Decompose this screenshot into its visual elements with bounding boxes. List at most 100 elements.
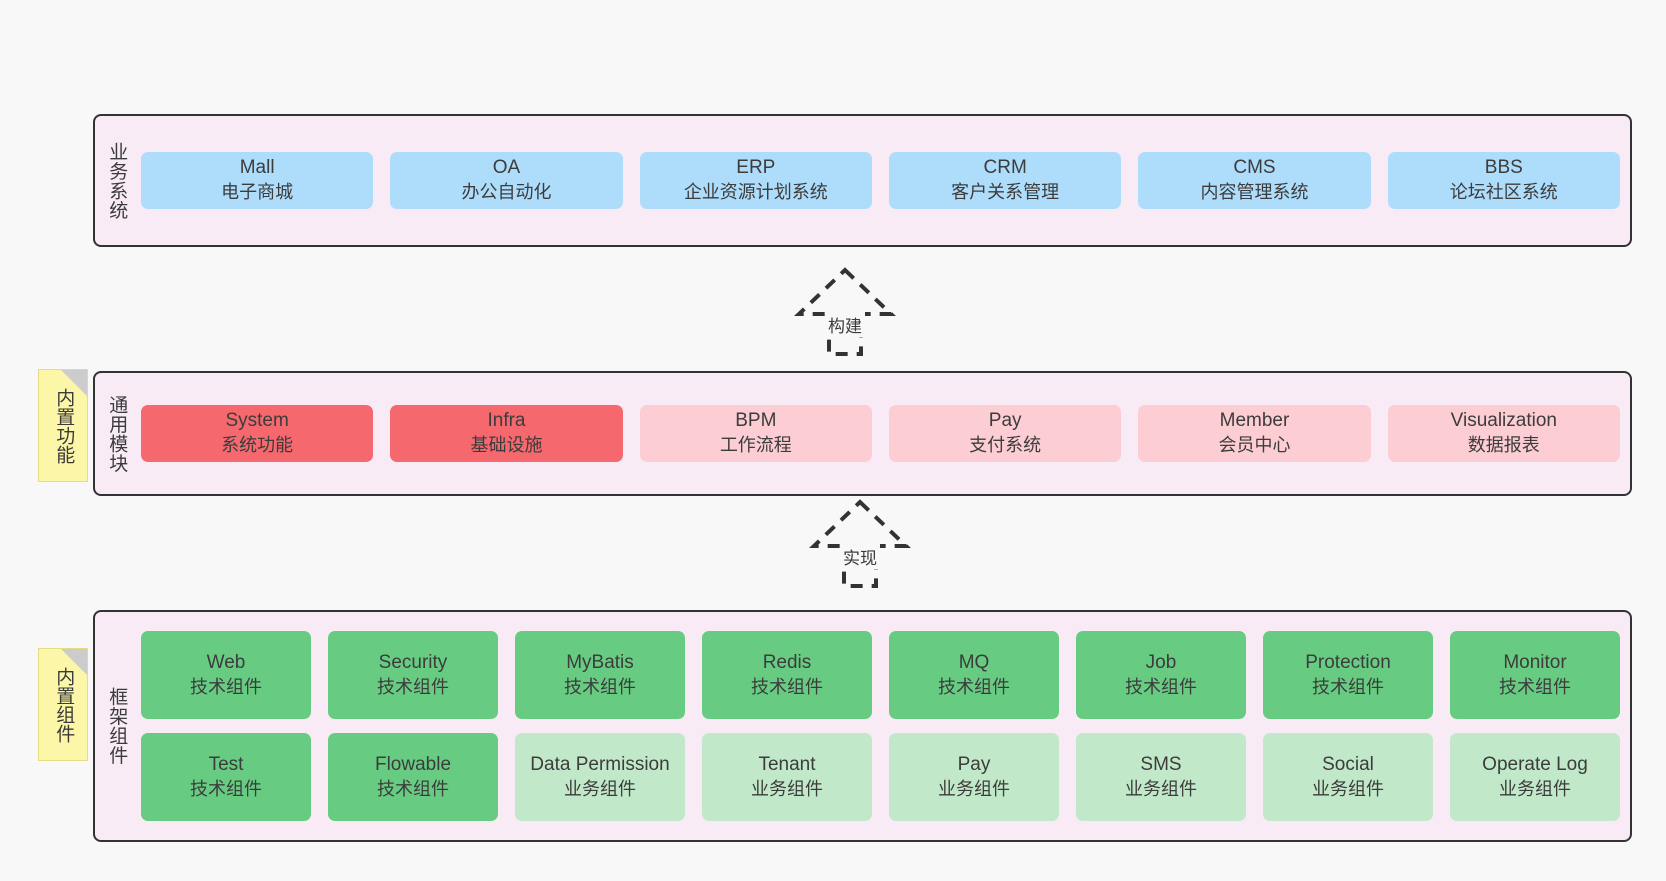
card-bpm[interactable]: BPM 工作流程 <box>639 405 872 462</box>
card-subtitle: 办公自动化 <box>461 182 552 203</box>
card-infra[interactable]: Infra 基础设施 <box>390 405 623 462</box>
card-mybatis[interactable]: MyBatis 技术组件 <box>515 631 685 719</box>
card-subtitle: 技术组件 <box>938 676 1010 697</box>
layer-framework-components[interactable]: 框架组件 Web 技术组件 Security 技术组件 MyBatis 技术组件… <box>93 610 1632 842</box>
card-subtitle: 基础设施 <box>470 435 543 456</box>
card-subtitle: 技术组件 <box>1125 676 1197 697</box>
card-mall[interactable]: Mall 电子商城 <box>141 152 374 209</box>
card-title: Visualization <box>1450 410 1557 432</box>
card-title: Tenant <box>758 753 816 775</box>
card-title: Data Permission <box>530 753 670 775</box>
card-title: Job <box>1145 651 1177 673</box>
card-oa[interactable]: OA 办公自动化 <box>390 152 623 209</box>
card-system[interactable]: System 系统功能 <box>141 405 374 462</box>
card-title: Test <box>208 753 244 775</box>
card-data-permission[interactable]: Data Permission 业务组件 <box>515 733 685 821</box>
card-mq[interactable]: MQ 技术组件 <box>889 631 1059 719</box>
card-row: System 系统功能 Infra 基础设施 BPM 工作流程 Pay 支付系统… <box>141 405 1620 462</box>
card-sms[interactable]: SMS 业务组件 <box>1076 733 1246 821</box>
card-title: BPM <box>735 410 777 432</box>
card-social[interactable]: Social 业务组件 <box>1263 733 1433 821</box>
sticky-note-builtin-features: 内置功能 <box>38 369 88 482</box>
card-visualization[interactable]: Visualization 数据报表 <box>1387 405 1620 462</box>
card-title: Pay <box>957 753 991 775</box>
card-subtitle: 技术组件 <box>564 676 636 697</box>
card-title: ERP <box>736 157 776 179</box>
card-subtitle: 技术组件 <box>190 676 262 697</box>
layer-title-framework-components: 框架组件 <box>106 687 128 765</box>
card-row: Mall 电子商城 OA 办公自动化 ERP 企业资源计划系统 CRM 客户关系… <box>141 152 1620 209</box>
card-crm[interactable]: CRM 客户关系管理 <box>888 152 1122 209</box>
card-title: SMS <box>1140 753 1182 775</box>
layer-body-business-systems: Mall 电子商城 OA 办公自动化 ERP 企业资源计划系统 CRM 客户关系… <box>137 116 1630 245</box>
card-subtitle: 内容管理系统 <box>1200 182 1309 203</box>
card-title: Monitor <box>1503 651 1567 673</box>
card-subtitle: 工作流程 <box>719 435 792 456</box>
card-subtitle: 业务组件 <box>751 778 823 799</box>
card-erp[interactable]: ERP 企业资源计划系统 <box>639 152 872 209</box>
connector-build-label: 构建 <box>825 312 865 337</box>
card-member[interactable]: Member 会员中心 <box>1138 405 1371 462</box>
card-title: Web <box>206 651 246 673</box>
card-monitor[interactable]: Monitor 技术组件 <box>1450 631 1620 719</box>
card-row: Test 技术组件 Flowable 技术组件 Data Permission … <box>141 733 1620 821</box>
card-title: MyBatis <box>566 651 634 673</box>
card-title: System <box>225 410 289 432</box>
sticky-fold-corner <box>61 370 87 396</box>
card-operate-log[interactable]: Operate Log 业务组件 <box>1450 733 1620 821</box>
card-pay-business[interactable]: Pay 业务组件 <box>889 733 1059 821</box>
card-title: Mall <box>239 157 275 179</box>
card-title: Redis <box>762 651 812 673</box>
sticky-note-builtin-components: 内置组件 <box>38 648 88 761</box>
card-cms[interactable]: CMS 内容管理系统 <box>1138 152 1371 209</box>
card-subtitle: 业务组件 <box>938 778 1010 799</box>
connector-build: 构建 <box>794 267 896 356</box>
card-pay[interactable]: Pay 支付系统 <box>888 405 1122 462</box>
card-title: Operate Log <box>1482 753 1588 775</box>
card-title: Protection <box>1305 651 1391 673</box>
card-subtitle: 业务组件 <box>1312 778 1384 799</box>
sticky-note-label: 内置功能 <box>53 387 75 464</box>
layer-title-business-systems: 业务系统 <box>106 141 128 220</box>
layer-common-modules[interactable]: 通用模块 System 系统功能 Infra 基础设施 BPM 工作流程 Pay… <box>93 371 1632 496</box>
card-title: OA <box>492 157 521 179</box>
card-row: Web 技术组件 Security 技术组件 MyBatis 技术组件 Redi… <box>141 631 1620 719</box>
card-title: Flowable <box>374 753 452 775</box>
card-subtitle: 技术组件 <box>1312 676 1384 697</box>
card-web[interactable]: Web 技术组件 <box>141 631 311 719</box>
card-subtitle: 支付系统 <box>969 435 1042 456</box>
card-subtitle: 业务组件 <box>564 778 636 799</box>
card-test[interactable]: Test 技术组件 <box>141 733 311 821</box>
card-title: Infra <box>487 410 526 432</box>
card-redis[interactable]: Redis 技术组件 <box>702 631 872 719</box>
layer-title-common-modules: 通用模块 <box>106 394 128 473</box>
card-subtitle: 客户关系管理 <box>951 182 1060 203</box>
connector-implement: 实现 <box>809 499 911 588</box>
card-security[interactable]: Security 技术组件 <box>328 631 498 719</box>
card-title: BBS <box>1484 157 1523 179</box>
card-subtitle: 技术组件 <box>190 778 262 799</box>
card-subtitle: 企业资源计划系统 <box>683 182 828 203</box>
card-subtitle: 数据报表 <box>1467 435 1540 456</box>
card-job[interactable]: Job 技术组件 <box>1076 631 1246 719</box>
card-bbs[interactable]: BBS 论坛社区系统 <box>1387 152 1620 209</box>
card-subtitle: 技术组件 <box>751 676 823 697</box>
card-tenant[interactable]: Tenant 业务组件 <box>702 733 872 821</box>
card-subtitle: 技术组件 <box>377 676 449 697</box>
layer-body-framework-components: Web 技术组件 Security 技术组件 MyBatis 技术组件 Redi… <box>137 612 1630 840</box>
card-subtitle: 技术组件 <box>1499 676 1571 697</box>
card-title: Member <box>1219 410 1290 432</box>
card-title: Security <box>378 651 448 673</box>
connector-implement-label: 实现 <box>840 544 880 569</box>
card-flowable[interactable]: Flowable 技术组件 <box>328 733 498 821</box>
sticky-fold-corner <box>61 649 87 675</box>
card-subtitle: 业务组件 <box>1499 778 1571 799</box>
card-subtitle: 系统功能 <box>221 435 294 456</box>
card-subtitle: 技术组件 <box>377 778 449 799</box>
card-title: CRM <box>983 157 1027 179</box>
layer-body-common-modules: System 系统功能 Infra 基础设施 BPM 工作流程 Pay 支付系统… <box>137 373 1630 494</box>
card-protection[interactable]: Protection 技术组件 <box>1263 631 1433 719</box>
layer-business-systems[interactable]: 业务系统 Mall 电子商城 OA 办公自动化 ERP 企业资源计划系统 CRM… <box>93 114 1632 247</box>
card-subtitle: 电子商城 <box>221 182 294 203</box>
